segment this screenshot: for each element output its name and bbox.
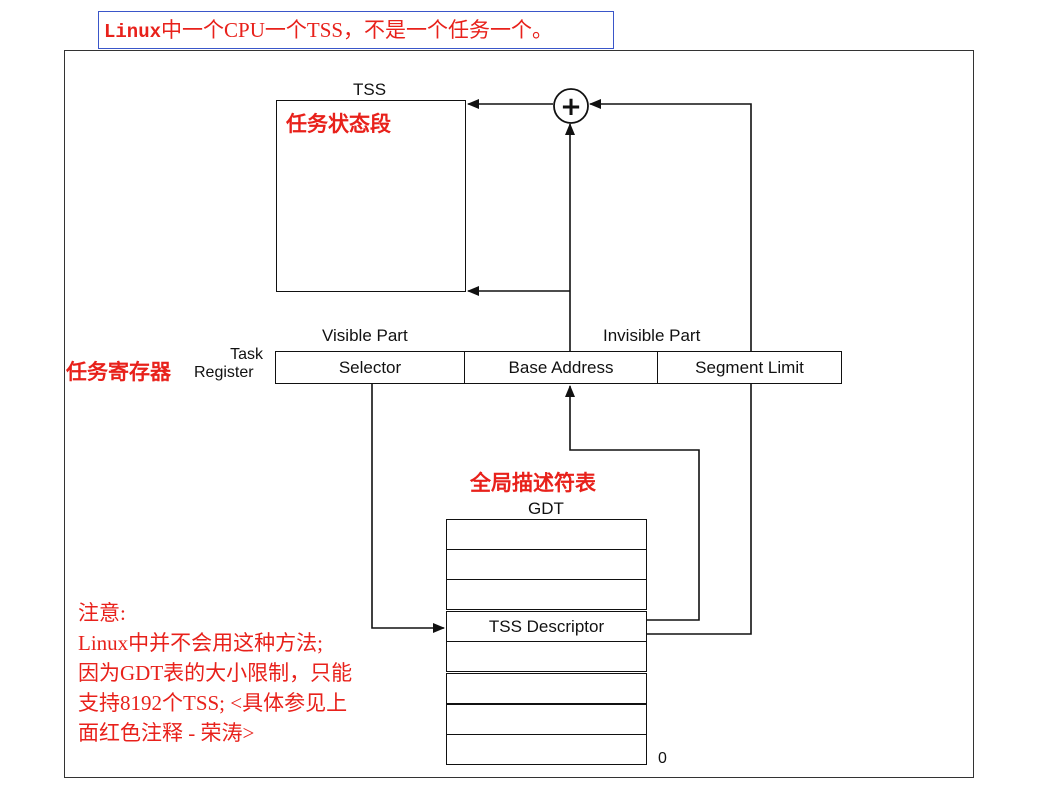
top-annotation-prefix: Linux: [104, 21, 162, 43]
side-note-line4: 支持8192个TSS; <具体参见上: [78, 691, 348, 715]
gdt-row: [446, 673, 647, 704]
tss-cn-label: 任务状态段: [286, 113, 391, 136]
top-annotation: Linux中一个CPU一个TSS，不是一个任务一个。: [98, 11, 614, 49]
gdt-cn-label: 全局描述符表: [470, 472, 596, 495]
task-register-label-line2: Register: [194, 364, 254, 381]
side-note: 注意: Linux中并不会用这种方法; 因为GDT表的大小限制，只能 支持819…: [78, 598, 352, 748]
diagram-frame: [64, 50, 974, 778]
task-register-label-line1: Task: [230, 346, 263, 363]
gdt-row: [446, 734, 647, 765]
adder-symbol: +: [560, 92, 582, 122]
gdt-row: [446, 579, 647, 610]
visible-part-label: Visible Part: [322, 326, 408, 345]
side-note-line5: 面红色注释 - 荣涛>: [78, 721, 255, 745]
gdt-title: GDT: [528, 499, 564, 518]
descriptor-to-limit-line: [647, 384, 752, 635]
task-register-label: Task: [222, 346, 263, 364]
gdt-row: [446, 641, 647, 672]
gdt-index-zero: 0: [658, 750, 667, 767]
task-register-cn-label: 任务寄存器: [66, 361, 171, 384]
side-note-line3: 因为GDT表的大小限制，只能: [78, 661, 353, 685]
selector-to-descriptor-arrow: [371, 384, 445, 633]
tss-box: [276, 100, 466, 292]
descriptor-to-base-arrow: [565, 385, 700, 621]
side-note-line1: 注意:: [78, 601, 126, 625]
side-note-line2: Linux中并不会用这种方法;: [78, 631, 323, 655]
top-annotation-text: 中一个CPU一个TSS，不是一个任务一个。: [161, 18, 554, 42]
invisible-part-label: Invisible Part: [603, 326, 701, 345]
adder-circle: [553, 88, 589, 124]
segment-limit-cell: Segment Limit: [657, 351, 842, 384]
tss-title: TSS: [353, 80, 387, 99]
limit-to-adder-arrow: [589, 99, 752, 351]
